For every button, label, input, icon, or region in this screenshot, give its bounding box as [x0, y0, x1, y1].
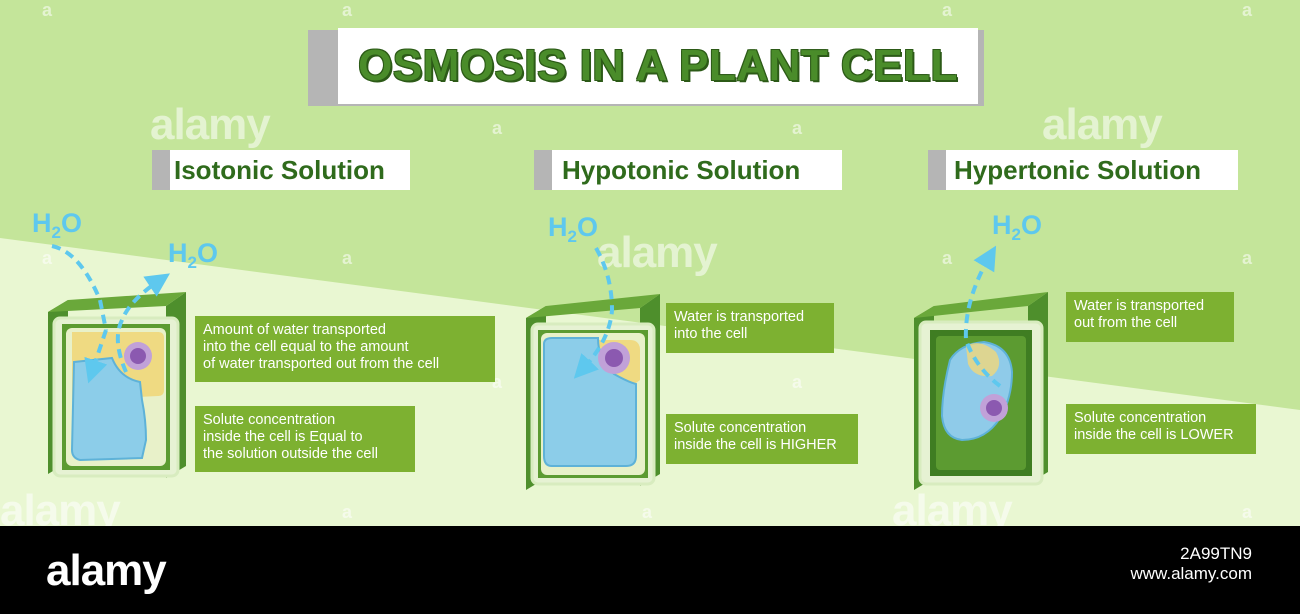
h2o-label-isotonic-out: H2O	[168, 238, 218, 272]
watermark: alamy	[0, 486, 121, 526]
heading-shadow	[928, 150, 946, 190]
heading-hypertonic-label: Hypertonic Solution	[954, 154, 1201, 185]
hypotonic-cell	[526, 247, 660, 490]
stock-url: www.alamy.com	[1130, 564, 1252, 583]
image-id: 2A99TN9	[1180, 544, 1252, 563]
watermark: alamy	[150, 100, 271, 149]
heading-shadow	[152, 150, 170, 190]
watermark-letter: a	[492, 372, 503, 392]
watermark-letter: a	[792, 372, 803, 392]
stock-footer: alamy 2A99TN9 www.alamy.com	[0, 526, 1300, 614]
watermark: alamy	[597, 228, 718, 277]
watermark-letter: a	[942, 248, 953, 268]
h2o-label-hypertonic: H2O	[992, 210, 1042, 244]
watermark: alamy	[892, 486, 1013, 526]
h2o-label-hypotonic: H2O	[548, 212, 598, 246]
watermark-letter: a	[1242, 248, 1253, 268]
watermark-letter: a	[1242, 502, 1253, 522]
heading-hypotonic-label: Hypotonic Solution	[562, 154, 801, 185]
heading-hypotonic: Hypotonic Solution	[534, 150, 842, 190]
watermark-letter: a	[342, 502, 353, 522]
watermark-letter: a	[342, 248, 353, 268]
watermark-letter: a	[42, 248, 53, 268]
watermark-letter: a	[792, 118, 803, 138]
watermark-letter: a	[342, 0, 353, 20]
page-title: OSMOSIS IN A PLANT CELL	[358, 41, 958, 90]
heading-shadow	[534, 150, 552, 190]
watermark-letter: a	[642, 502, 653, 522]
isotonic-cell	[48, 244, 186, 478]
cell-diagrams	[48, 244, 1048, 490]
infographic: OSMOSIS IN A PLANT CELL alamy alamy alam…	[0, 0, 1300, 526]
watermark-letter: a	[492, 118, 503, 138]
alamy-logo: alamy	[46, 546, 167, 595]
hypertonic-cell	[914, 245, 1048, 490]
heading-isotonic-label: Isotonic Solution	[174, 154, 385, 185]
watermark-letter: a	[42, 0, 53, 20]
watermark: alamy	[1042, 100, 1163, 149]
watermark-letter: a	[1242, 0, 1253, 20]
heading-hypertonic: Hypertonic Solution	[928, 150, 1238, 190]
h2o-label-isotonic-in: H2O	[32, 208, 82, 242]
title-box: OSMOSIS IN A PLANT CELL	[338, 28, 978, 104]
heading-isotonic: Isotonic Solution	[152, 150, 410, 190]
stock-id: 2A99TN9 www.alamy.com	[1130, 544, 1252, 584]
watermark-letter: a	[942, 0, 953, 20]
